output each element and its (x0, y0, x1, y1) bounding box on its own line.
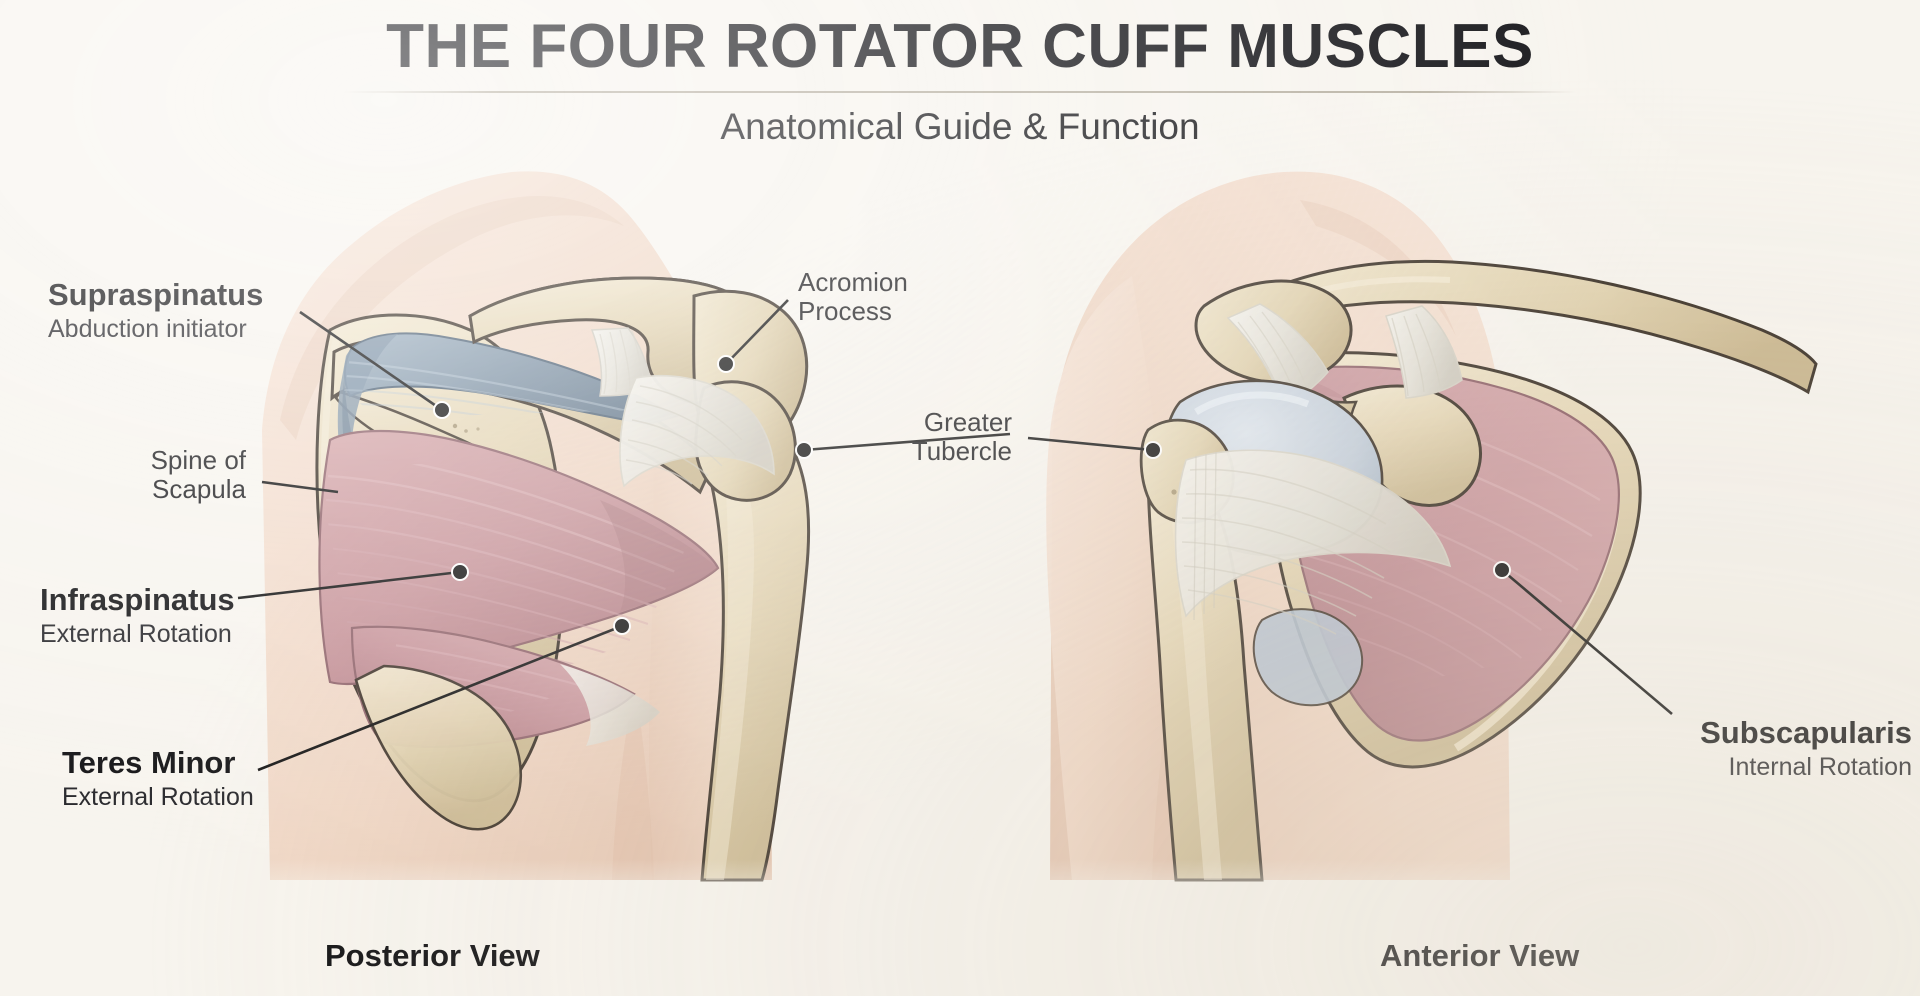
posterior-cuff-tendon (619, 374, 775, 488)
leader-lines (237, 299, 1673, 772)
label-spine-of-scapula: Spine of Scapula (150, 445, 246, 505)
label-spine-of-scapula-line2: Scapula (152, 474, 246, 505)
leader-subscapularis (1501, 569, 1673, 715)
header: THE FOUR ROTATOR CUFF MUSCLES Anatomical… (0, 0, 1920, 148)
label-teres-minor: Teres Minor External Rotation (62, 745, 254, 811)
dot-greater-tubercle-anterior (1144, 441, 1162, 459)
infraspinatus-muscle (318, 429, 720, 686)
label-infraspinatus: Infraspinatus External Rotation (40, 582, 235, 648)
caption-posterior-view: Posterior View (325, 938, 540, 973)
label-subscapularis-function: Internal Rotation (1728, 752, 1912, 781)
leader-greater-tubercle-right (1027, 436, 1154, 452)
leader-infraspinatus (237, 570, 461, 600)
label-greater-tubercle-line2: Tubercle (911, 436, 1012, 467)
anterior-cuff-tendon (1174, 449, 1452, 635)
dot-greater-tubercle-posterior (795, 441, 813, 459)
label-acromion-line1: Acromion (798, 267, 908, 297)
label-greater-tubercle-line1: Greater (923, 407, 1012, 437)
page-subtitle: Anatomical Guide & Function (720, 106, 1200, 148)
title-divider (344, 91, 1576, 94)
leader-greater-tubercle-left (803, 432, 1011, 452)
posterior-figure (240, 171, 811, 920)
label-greater-tubercle: Greater Tubercle (911, 407, 1012, 467)
label-supraspinatus-function: Abduction initiator (48, 314, 247, 343)
label-acromion-process: Acromion Process (798, 267, 908, 327)
label-teres-minor-function: External Rotation (62, 782, 254, 811)
label-supraspinatus: Supraspinatus Abduction initiator (48, 277, 264, 343)
label-infraspinatus-name: Infraspinatus (40, 582, 235, 617)
label-supraspinatus-name: Supraspinatus (48, 277, 264, 312)
label-subscapularis-name: Subscapularis (1700, 715, 1912, 750)
leader-teres-minor (257, 624, 623, 772)
label-teres-minor-name: Teres Minor (62, 745, 236, 780)
dot-teres-minor (613, 617, 631, 635)
anterior-figure (1020, 171, 1818, 920)
dot-acromion (717, 355, 735, 373)
caption-anterior-view: Anterior View (1380, 938, 1580, 973)
label-spine-of-scapula-line1: Spine of (150, 445, 246, 475)
dot-infraspinatus (451, 563, 469, 581)
leader-supraspinatus (299, 310, 443, 412)
leader-acromion (725, 299, 789, 365)
label-acromion-line2: Process (798, 296, 892, 327)
page-title: THE FOUR ROTATOR CUFF MUSCLES (386, 12, 1534, 81)
dot-subscapularis (1493, 561, 1511, 579)
leader-spine-of-scapula (261, 480, 339, 494)
label-infraspinatus-function: External Rotation (40, 619, 232, 648)
dot-supraspinatus (433, 401, 451, 419)
leader-dots (433, 355, 1511, 635)
label-subscapularis: Subscapularis Internal Rotation (1700, 715, 1912, 781)
